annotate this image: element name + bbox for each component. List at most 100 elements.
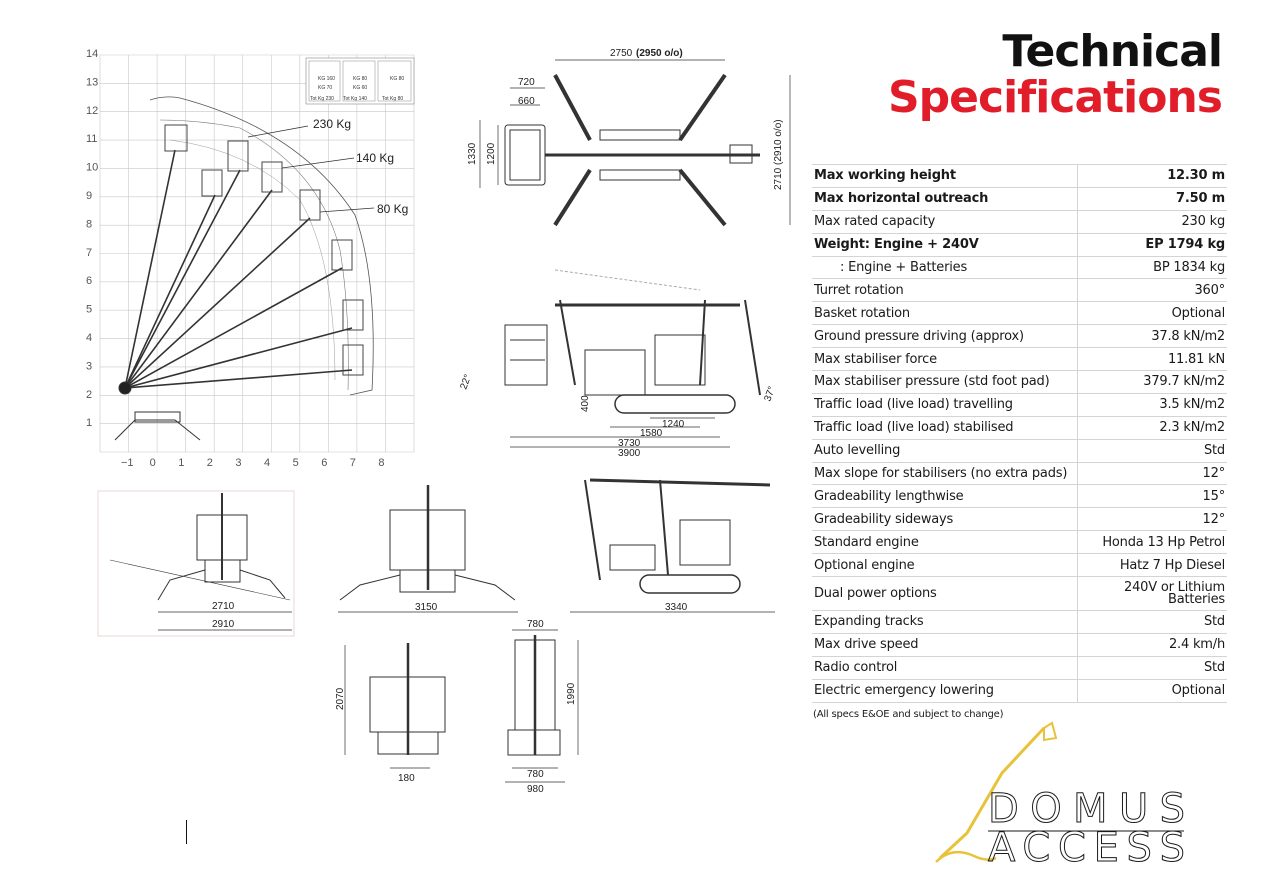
domus-access-logo: DOMUS ACCESS: [935, 721, 1186, 868]
dim-top-width: 2750: [610, 48, 633, 59]
envelope-140kg: [159, 119, 349, 391]
spec-value: 12°: [1076, 507, 1227, 531]
x-tick-label: 5: [293, 457, 299, 469]
spec-row: Max slope for stabilisers (no extra pads…: [812, 461, 1227, 485]
chart-base-machine: [114, 381, 201, 441]
footer-divider: [186, 820, 187, 844]
dim-front-2710: 2710: [212, 601, 235, 612]
load-label-230: 230 Kg: [313, 117, 351, 131]
y-tick-label: 14: [86, 48, 98, 60]
logo-basket-icon: [1043, 721, 1058, 742]
spec-label: Max stabiliser pressure (std foot pad): [812, 370, 1077, 394]
spec-value: 15°: [1076, 484, 1227, 508]
badge-3-top: KG 80: [390, 76, 404, 82]
spec-label: Max stabiliser force: [812, 347, 1077, 371]
spec-value: 2.3 kN/m2: [1076, 415, 1227, 440]
dim-3730: 3730: [618, 438, 641, 449]
logo-line-1: DOMUS: [988, 786, 1184, 832]
spec-label: Ground pressure driving (approx): [812, 324, 1077, 348]
spec-label: Standard engine: [812, 530, 1077, 554]
spec-value: Hatz 7 Hp Diesel: [1076, 553, 1227, 577]
dim-top-width-oo: (2950 o/o): [636, 48, 683, 59]
boom-line: [124, 149, 176, 389]
y-tick-label: 2: [86, 389, 92, 401]
y-tick-label: 10: [86, 162, 98, 174]
boom-line: [124, 369, 353, 389]
y-tick-label: 1: [86, 417, 92, 429]
end-view-drawing: [505, 629, 579, 783]
x-tick-label: 8: [378, 457, 384, 469]
dim-1200: 1200: [486, 142, 497, 165]
spec-label: Max slope for stabilisers (no extra pads…: [812, 461, 1077, 485]
spec-label: Max horizontal outreach: [812, 186, 1077, 211]
spec-value: 12.30 m: [1076, 164, 1227, 188]
y-tick-label: 5: [86, 304, 92, 316]
spec-row: Ground pressure driving (approx)37.8 kN/…: [812, 324, 1227, 348]
envelope-inner: [169, 139, 336, 381]
spec-label: Gradeability lengthwise: [812, 484, 1077, 508]
front-stabilised-drawing: [338, 485, 518, 613]
boom-line: [124, 194, 216, 389]
rear-view-drawing: [344, 643, 446, 769]
spec-value: 3.5 kN/m2: [1076, 392, 1227, 417]
dim-1580: 1580: [640, 428, 663, 439]
x-tick-label: 7: [350, 457, 356, 469]
title-line-2: Specifications: [887, 72, 1223, 123]
disclaimer: (All specs E&OE and subject to change): [813, 709, 1004, 720]
dim-front-2910: 2910: [212, 619, 235, 630]
spec-value: Optional: [1076, 678, 1227, 703]
spec-value: 2.4 km/h: [1076, 632, 1227, 657]
dim-top-height: 2710 (2910 o/o): [773, 119, 784, 190]
spec-value: Std: [1076, 610, 1227, 634]
y-tick-label: 8: [86, 218, 92, 230]
boom-line: [124, 217, 311, 389]
spec-label: Weight: Engine + 240V: [812, 232, 1077, 257]
spec-value: Std: [1076, 655, 1227, 680]
dim-rear-180: 180: [398, 773, 415, 784]
dim-660: 660: [518, 96, 535, 107]
dim-front-3150: 3150: [415, 602, 438, 613]
dim-end-980: 980: [527, 784, 544, 795]
spec-label: Expanding tracks: [812, 610, 1077, 634]
spec-label: Dual power options: [812, 576, 1077, 611]
spec-label: Auto levelling: [812, 438, 1077, 463]
y-tick-label: 6: [86, 275, 92, 287]
spec-value: Optional: [1076, 301, 1227, 325]
spec-label: Max working height: [812, 164, 1077, 188]
boom-positions: [124, 149, 353, 389]
y-tick-label: 12: [86, 105, 98, 117]
dim-end-1990: 1990: [566, 682, 577, 705]
x-tick-label: 0: [150, 457, 156, 469]
y-tick-label: 13: [86, 76, 98, 88]
spec-label: Max drive speed: [812, 632, 1077, 657]
y-tick-label: 9: [86, 190, 92, 202]
spec-value: 7.50 m: [1076, 186, 1227, 211]
spec-label: Gradeability sideways: [812, 507, 1077, 531]
badge-2-bottom: Tot Kg 140: [343, 96, 367, 102]
side-view-2-drawing: [570, 478, 775, 613]
spec-label: Traffic load (live load) travelling: [812, 392, 1077, 417]
dim-end-780: 780: [527, 769, 544, 780]
spec-label: Max rated capacity: [812, 209, 1077, 234]
load-badges: KG 160 KG 70 Tot Kg 230 KG 80 KG 60 Tot …: [305, 57, 415, 105]
spec-row: Max stabiliser pressure (std foot pad)37…: [812, 370, 1227, 394]
spec-label: Basket rotation: [812, 301, 1077, 325]
y-tick-label: 4: [86, 332, 92, 344]
badge-3-bottom: Tot Kg 80: [382, 96, 403, 102]
load-label-80: 80 Kg: [377, 202, 408, 216]
